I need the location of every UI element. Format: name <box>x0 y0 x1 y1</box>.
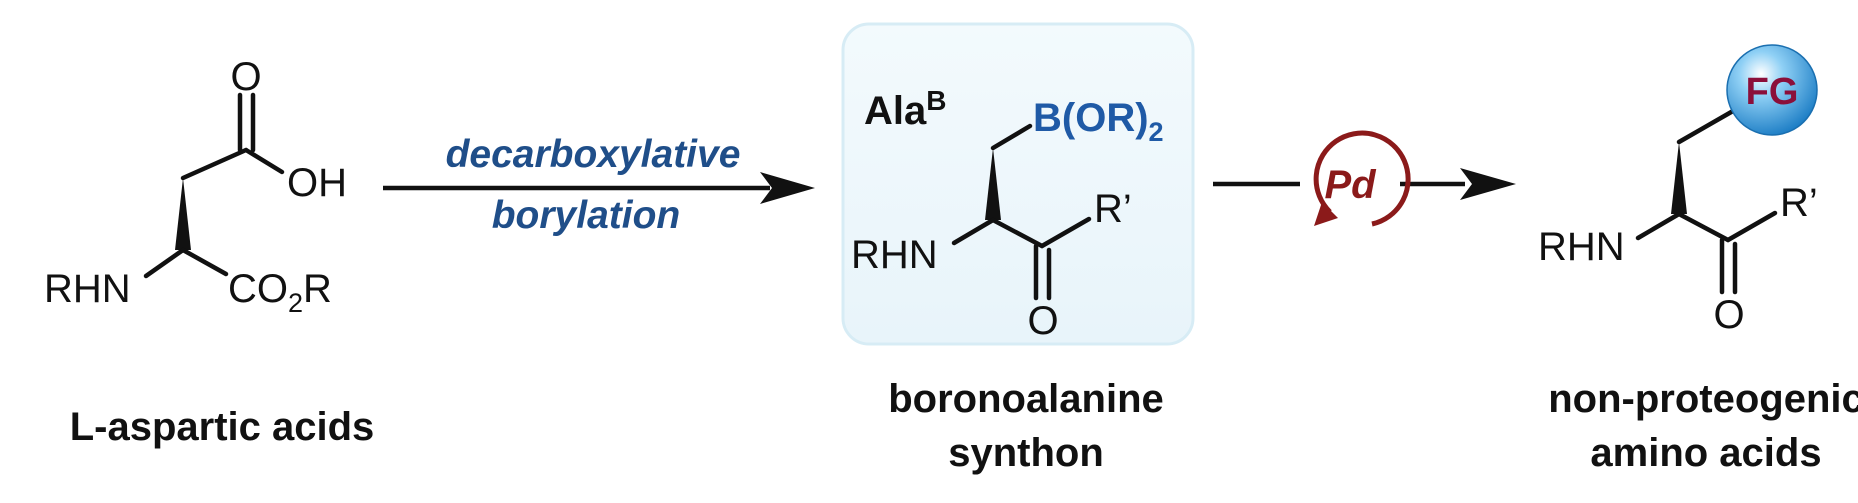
intermediate-structure: AlaB B(OR)2 R’ RHN O <box>851 85 1164 343</box>
fg-sphere <box>1726 44 1818 136</box>
pd-catalyst-label: Pd <box>1324 163 1377 207</box>
product-structure: FG R’ RHN O <box>1538 44 1818 337</box>
reactant-structure: O OH RHN CO2R <box>44 55 347 318</box>
pd-catalytic-cycle: Pd <box>1313 130 1411 227</box>
intermediate-caption-line1: boronoalanine <box>888 377 1164 421</box>
intermediate-highlight-box <box>841 22 1195 346</box>
intermediate-ca-c-bond <box>990 217 1045 249</box>
step1-arrow <box>383 172 815 204</box>
intermediate-wedge-bond <box>985 148 1001 220</box>
product-r-prime: R’ <box>1780 181 1818 225</box>
product-ca-c-bond <box>1676 211 1731 243</box>
product-c-r-bond <box>1725 210 1778 243</box>
reactant-c-ch2-bond <box>180 147 249 181</box>
pd-cycle-arrowhead <box>1314 202 1338 226</box>
reactant-ca-n-bond <box>143 247 186 279</box>
intermediate-caption-line2: synthon <box>948 431 1104 475</box>
reactant-oh: OH <box>287 161 347 205</box>
reactant-wedge-bond <box>175 178 191 250</box>
intermediate-label-sup: B <box>926 85 946 116</box>
intermediate-label: AlaB <box>864 85 946 133</box>
step2-arrow <box>1213 168 1516 200</box>
intermediate-boron-group: B(OR)2 <box>1033 96 1164 147</box>
reactant-ester: CO2R <box>228 267 332 318</box>
intermediate-boron-main: B(OR) <box>1033 96 1149 140</box>
product-carbonyl-o: O <box>1713 293 1744 337</box>
product-ch2-fg-bond <box>1676 108 1736 145</box>
step1-condition-line2: borylation <box>492 194 681 237</box>
pd-cycle-arc <box>1313 130 1411 227</box>
reactant-ester-co: CO <box>228 267 288 311</box>
reactant-rhn: RHN <box>44 267 131 311</box>
product-ca-n-bond <box>1635 211 1682 241</box>
intermediate-r-prime: R’ <box>1094 187 1132 231</box>
reactant-c-oh-bond <box>243 147 285 175</box>
product-rhn: RHN <box>1538 225 1625 269</box>
reactant-carbonyl-o: O <box>230 55 261 99</box>
intermediate-ca-n-bond <box>951 217 996 246</box>
intermediate-c-r-bond <box>1039 216 1092 249</box>
product-caption-line1: non-proteogenic <box>1548 377 1858 421</box>
step1-condition-line1: decarboxylative <box>446 133 741 176</box>
intermediate-ch2-b-bond <box>990 123 1033 151</box>
intermediate-boron-sub: 2 <box>1149 117 1164 147</box>
fg-label: FG <box>1746 71 1799 113</box>
reactant-ester-r: R <box>303 267 332 311</box>
product-wedge-bond <box>1671 142 1687 214</box>
reactant-ester-sub: 2 <box>288 288 303 318</box>
step1-arrow-head <box>760 172 815 204</box>
reactant-caption: L-aspartic acids <box>70 405 375 449</box>
reactant-ca-ester-bond <box>180 247 229 277</box>
product-caption-line2: amino acids <box>1590 431 1821 475</box>
intermediate-rhn: RHN <box>851 233 938 277</box>
intermediate-carbonyl-o: O <box>1027 299 1058 343</box>
step2-arrow-head <box>1460 168 1516 200</box>
intermediate-label-main: Ala <box>864 89 927 133</box>
